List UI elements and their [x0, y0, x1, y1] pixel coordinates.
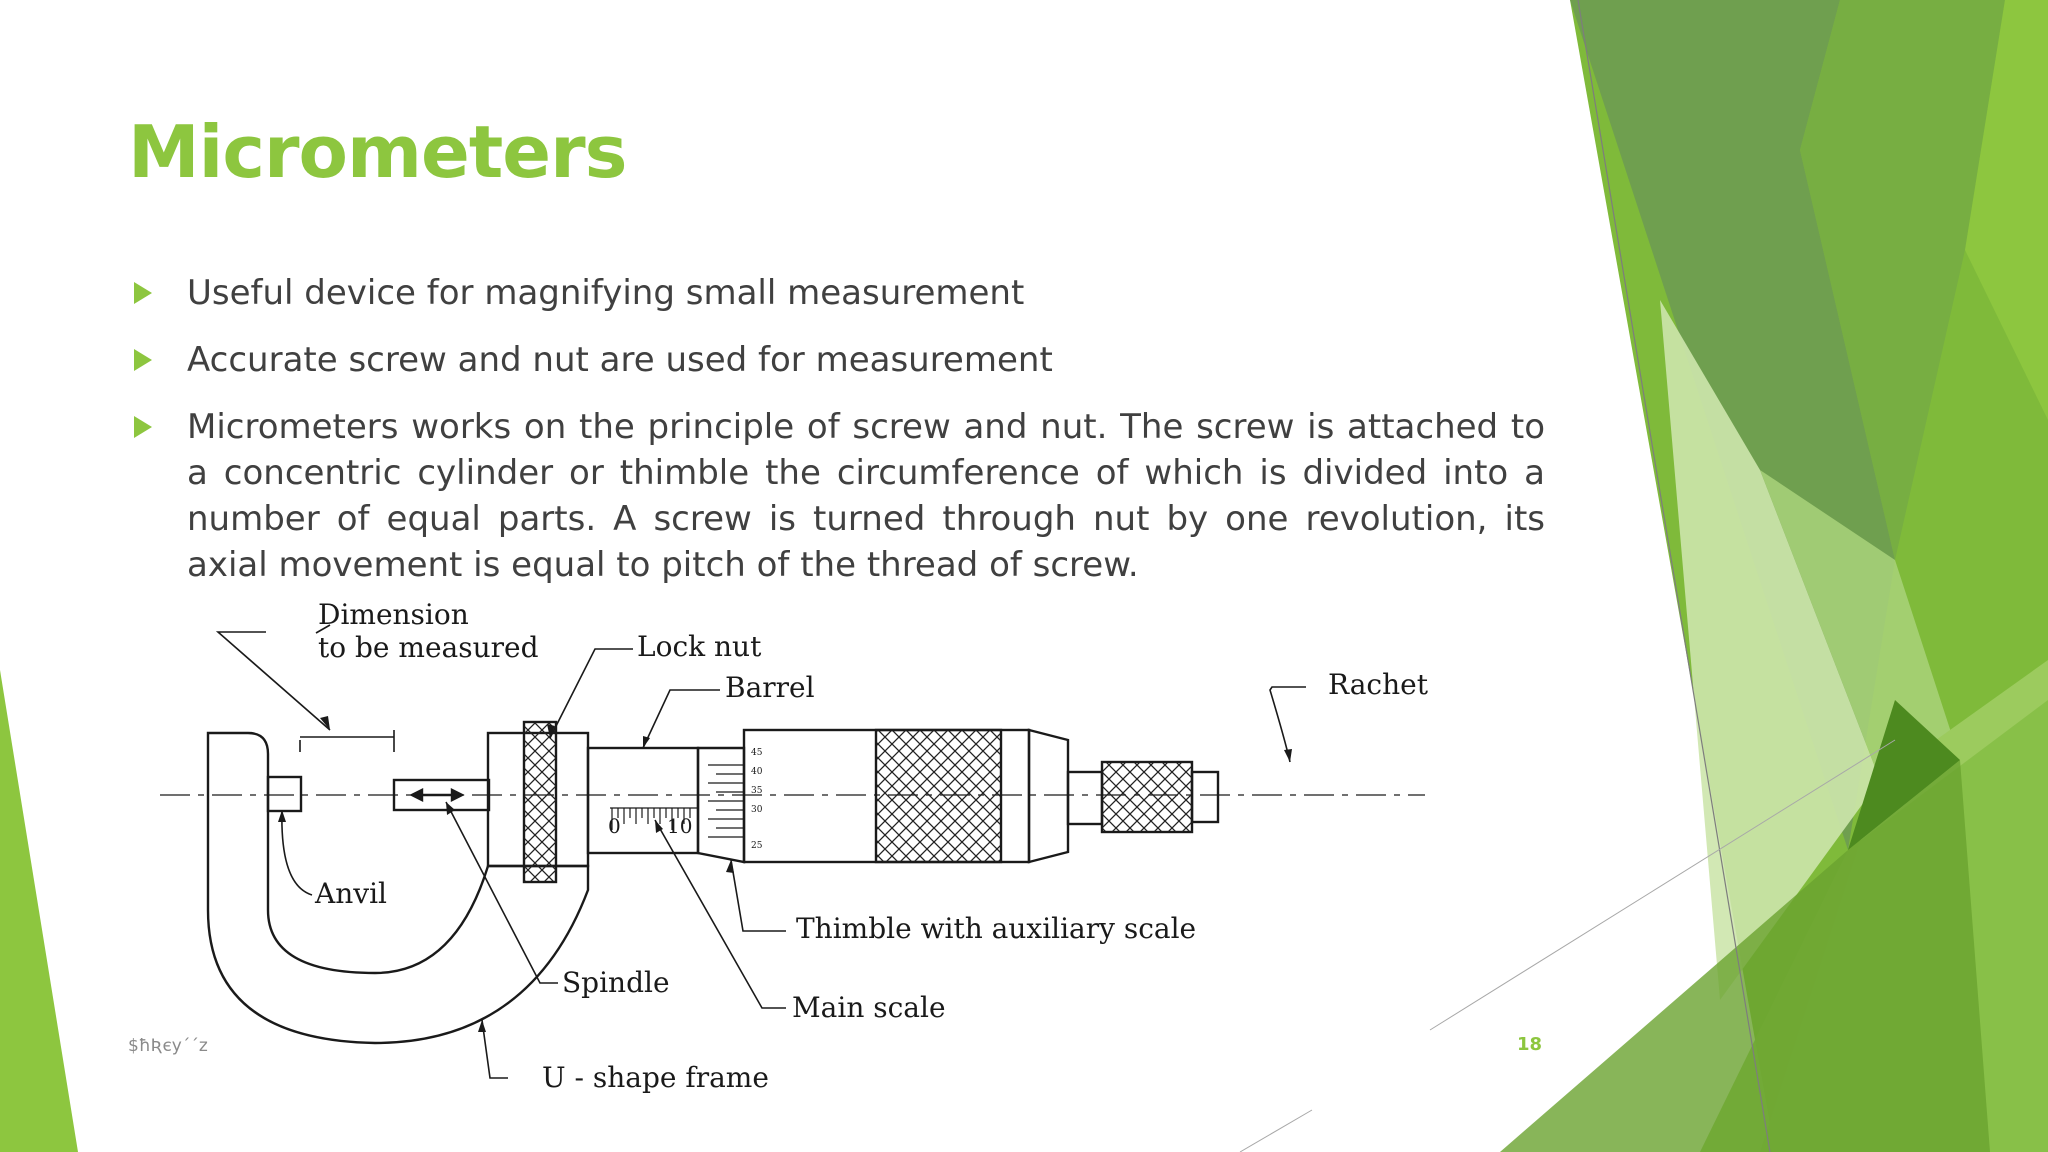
anvil-shape — [266, 775, 303, 813]
rachet-label: Rachet — [1328, 668, 1429, 701]
ratchet-shape — [1100, 760, 1194, 834]
main-scale-label: Main scale — [792, 991, 946, 1024]
lock-nut-label: Lock nut — [637, 630, 762, 663]
thimble-label: Thimble with auxiliary scale — [796, 912, 1196, 945]
barrel-label: Barrel — [725, 671, 815, 704]
thimble-scale-number: 40 — [751, 767, 763, 777]
main-scale-number: 10 — [667, 814, 692, 838]
dimension-label-line2: to be measured — [318, 631, 539, 664]
page-number: 18 — [1516, 1034, 1542, 1055]
bullet-text: Useful device for magnifying small measu… — [187, 273, 1025, 313]
thimble-scale-number: 45 — [751, 748, 763, 758]
thimble-scale-number: 35 — [751, 786, 763, 796]
anvil-label: Anvil — [314, 877, 387, 910]
bullet-arrow-icon — [134, 282, 152, 304]
main-scale-number: 0 — [608, 814, 621, 838]
footer-author: $ħƦєу´´z — [128, 1036, 208, 1056]
bullet-list: Useful device for magnifying small measu… — [130, 270, 1545, 609]
dimension-label-line1: Dimension — [318, 598, 469, 631]
spindle-label: Spindle — [562, 966, 670, 999]
bullet-text: Accurate screw and nut are used for meas… — [187, 340, 1053, 380]
bullet-arrow-icon — [134, 416, 152, 438]
lock-nut-shape — [522, 720, 558, 884]
bullet-item: Useful device for magnifying small measu… — [130, 270, 1545, 316]
thimble-scale-number: 30 — [751, 805, 763, 815]
bullet-item: Micrometers works on the principle of sc… — [130, 404, 1545, 588]
bullet-text: Micrometers works on the principle of sc… — [187, 407, 1545, 585]
bullet-item: Accurate screw and nut are used for meas… — [130, 337, 1545, 383]
bullet-arrow-icon — [134, 349, 152, 371]
u-frame-label: U - shape frame — [542, 1061, 769, 1094]
micrometer-diagram: 0 10 45 40 35 30 25 Dimension to be meas… — [160, 598, 1429, 1094]
thimble-scale-number: 25 — [751, 841, 763, 851]
slide-title: Micrometers — [128, 110, 627, 194]
